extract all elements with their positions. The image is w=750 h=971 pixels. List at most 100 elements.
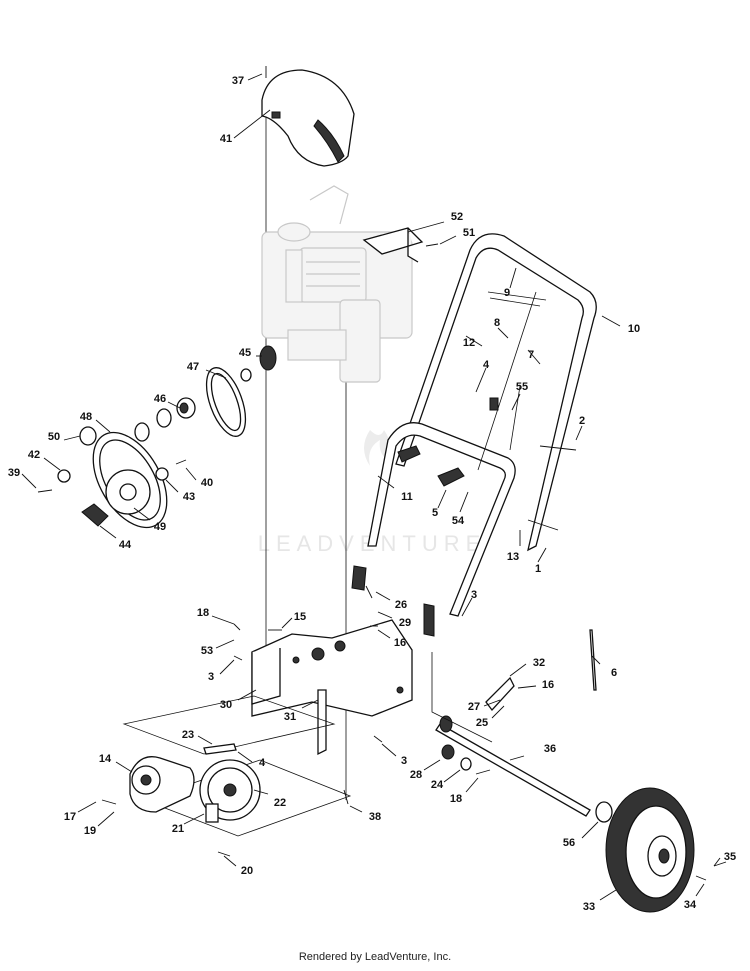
svg-text:16: 16 [394, 637, 406, 649]
svg-text:18: 18 [197, 607, 209, 619]
svg-text:52: 52 [451, 211, 463, 223]
callout-5: 5 [432, 489, 447, 519]
callout-30: 30 [220, 689, 257, 711]
svg-text:3: 3 [208, 671, 214, 683]
callout-38: 38 [349, 805, 381, 823]
svg-text:29: 29 [399, 617, 411, 629]
callout-43: 43 [165, 479, 195, 503]
svg-text:3: 3 [471, 589, 477, 601]
callout-1: 1 [535, 547, 547, 575]
callout-25: 25 [476, 705, 505, 729]
svg-text:44: 44 [119, 539, 132, 551]
callout-32: 32 [509, 657, 545, 677]
svg-text:2: 2 [579, 415, 585, 427]
callout-35: 35 [713, 851, 736, 867]
svg-text:50: 50 [48, 431, 60, 443]
svg-text:25: 25 [476, 717, 488, 729]
svg-text:9: 9 [504, 287, 510, 299]
callout-31: 31 [284, 699, 319, 723]
callout-56: 56 [563, 821, 599, 849]
svg-text:41: 41 [220, 133, 232, 145]
svg-text:49: 49 [154, 521, 166, 533]
svg-text:4: 4 [483, 359, 490, 371]
svg-text:22: 22 [274, 797, 286, 809]
callout-36: 36 [509, 743, 556, 761]
callout-11: 11 [377, 475, 413, 503]
callout-44: 44 [99, 525, 132, 551]
callout-42: 42 [28, 449, 61, 471]
svg-text:30: 30 [220, 699, 232, 711]
svg-text:21: 21 [172, 823, 184, 835]
svg-text:48: 48 [80, 411, 92, 423]
svg-text:24: 24 [431, 779, 444, 791]
svg-text:56: 56 [563, 837, 575, 849]
callout-54: 54 [452, 491, 469, 527]
svg-text:55: 55 [516, 381, 528, 393]
callout-8: 8 [494, 317, 509, 339]
callout-46: 46 [154, 393, 181, 409]
callout-4a: 4 [475, 359, 490, 393]
svg-text:17: 17 [64, 811, 76, 823]
svg-text:1: 1 [535, 563, 541, 575]
callout-28: 28 [410, 759, 441, 781]
svg-text:5: 5 [432, 507, 438, 519]
callout-23: 23 [182, 729, 213, 745]
callout-34: 34 [684, 883, 705, 911]
svg-text:42: 42 [28, 449, 40, 461]
svg-text:19: 19 [84, 825, 96, 837]
callout-29: 29 [377, 611, 411, 629]
plate [485, 676, 515, 712]
svg-text:23: 23 [182, 729, 194, 741]
handle-assembly [351, 233, 597, 637]
callout-22: 22 [253, 789, 286, 809]
svg-text:26: 26 [395, 599, 407, 611]
callout-51: 51 [439, 227, 475, 245]
transmission-group [122, 695, 352, 837]
svg-text:16: 16 [542, 679, 554, 691]
svg-text:6: 6 [611, 667, 617, 679]
callout-47: 47 [187, 361, 227, 379]
svg-text:40: 40 [201, 477, 213, 489]
svg-text:34: 34 [684, 899, 697, 911]
engine-outline [261, 185, 413, 383]
svg-text:15: 15 [294, 611, 306, 623]
svg-text:3: 3 [401, 755, 407, 767]
svg-text:10: 10 [628, 323, 640, 335]
svg-text:14: 14 [99, 753, 112, 765]
callout-15: 15 [281, 611, 306, 629]
callout-12: 12 [463, 335, 483, 349]
fasteners [37, 66, 727, 881]
callout-21: 21 [172, 813, 205, 835]
svg-text:31: 31 [284, 711, 296, 723]
callout-14: 14 [99, 753, 133, 773]
footer-credit: Rendered by LeadVenture, Inc. [298, 951, 452, 963]
svg-text:39: 39 [8, 467, 20, 479]
svg-text:12: 12 [463, 337, 475, 349]
svg-text:28: 28 [410, 769, 422, 781]
callout-48: 48 [80, 411, 111, 433]
svg-text:33: 33 [583, 901, 595, 913]
callout-45: 45 [239, 347, 262, 359]
callout-19: 19 [84, 811, 115, 837]
svg-text:47: 47 [187, 361, 199, 373]
wheel [595, 787, 695, 913]
callout-24: 24 [431, 769, 461, 791]
svg-text:35: 35 [724, 851, 736, 863]
svg-text:53: 53 [201, 645, 213, 657]
svg-text:18: 18 [450, 793, 462, 805]
svg-text:43: 43 [183, 491, 195, 503]
callout-33: 33 [583, 889, 617, 913]
callouts: 37 41 52 51 9 10 8 12 7 45 47 4 55 46 2 … [8, 73, 736, 913]
callout-9: 9 [504, 267, 517, 299]
callout-3c: 3 [381, 743, 407, 767]
callout-20: 20 [223, 855, 253, 877]
callout-16b: 16 [517, 679, 554, 691]
callout-17: 17 [64, 801, 97, 823]
callout-4b: 4 [237, 751, 266, 769]
svg-text:36: 36 [544, 743, 556, 755]
svg-text:46: 46 [154, 393, 166, 405]
callout-55: 55 [511, 381, 528, 411]
belt-cover [261, 69, 355, 167]
svg-text:37: 37 [232, 75, 244, 87]
